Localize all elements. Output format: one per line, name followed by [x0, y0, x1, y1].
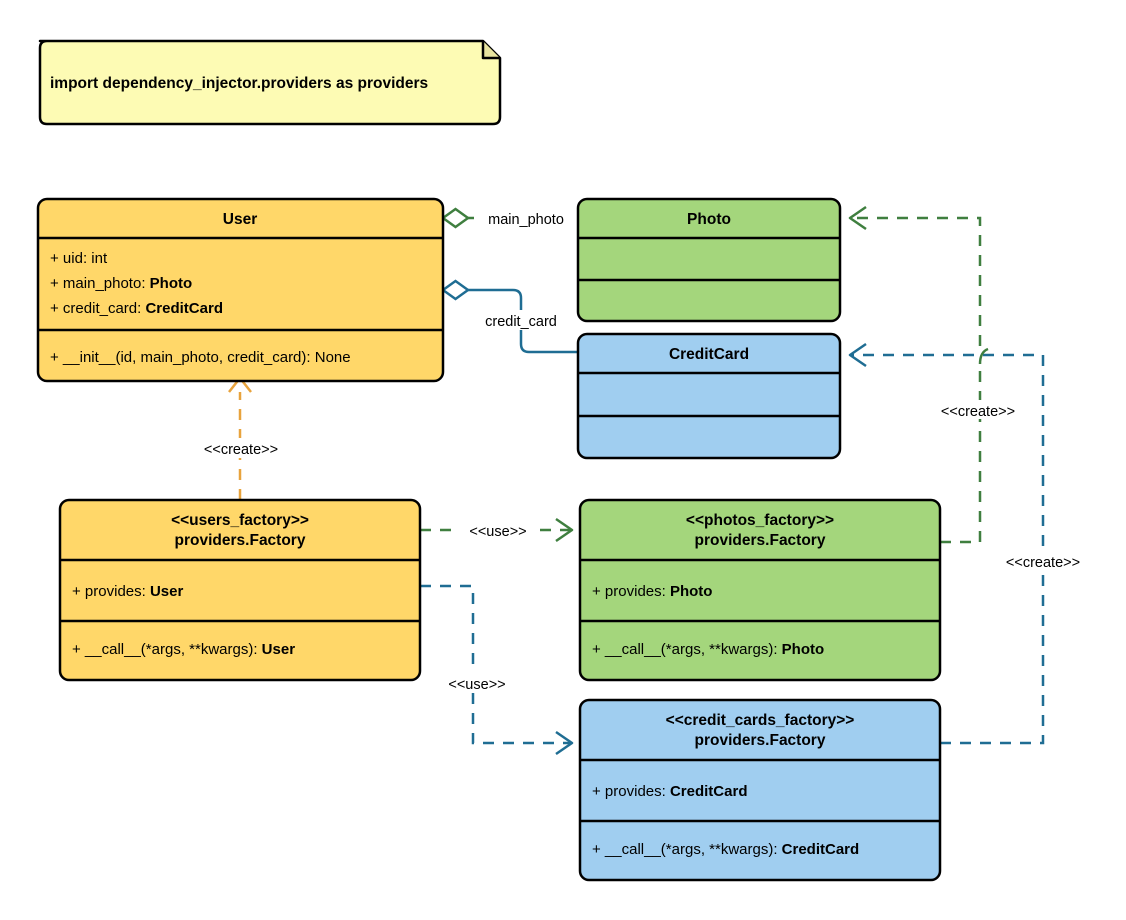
edge-user-credit-card[interactable]: credit_card [440, 279, 578, 354]
edge-label-create-photo: <<create>> [941, 404, 1015, 420]
class-box-credit-card[interactable]: CreditCard [576, 332, 842, 460]
edge-photos-factory-creates-photo[interactable]: <<create>> [848, 205, 1031, 544]
edge-label-use-photos: <<use>> [469, 524, 526, 540]
open-arrowhead-icon [555, 517, 574, 543]
class-attribute: + main_photo: Photo [50, 275, 192, 292]
class-attribute: + provides: User [72, 583, 183, 600]
open-arrowhead-icon [848, 342, 867, 368]
class-attribute: + uid: int [50, 250, 108, 267]
open-arrowhead-icon [848, 205, 867, 231]
class-title-photos-factory: providers.Factory [695, 532, 826, 549]
class-attribute: + provides: CreditCard [592, 783, 747, 800]
edge-users-factory-uses-photos-factory[interactable]: <<use>> [420, 517, 574, 543]
class-title-credit-card: CreditCard [669, 346, 749, 363]
class-box-user[interactable]: User + uid: int + main_photo: Photo + cr… [36, 197, 445, 383]
class-title-users-factory: providers.Factory [175, 532, 306, 549]
class-title-credit-cards-factory: providers.Factory [695, 732, 826, 749]
class-stereotype-users-factory: <<users_factory>> [171, 512, 309, 529]
class-attribute: + credit_card: CreditCard [50, 300, 223, 317]
aggregation-diamond-icon [440, 207, 471, 229]
edge-label-main-photo: main_photo [488, 212, 564, 228]
class-title-photo: Photo [687, 211, 731, 228]
class-attribute: + provides: Photo [592, 583, 712, 600]
class-stereotype-photos-factory: <<photos_factory>> [686, 512, 834, 529]
edge-label-create-credit-card: <<create>> [1006, 555, 1080, 571]
class-method: + __init__(id, main_photo, credit_card):… [50, 349, 351, 366]
class-title-user: User [223, 211, 257, 228]
class-box-users-factory[interactable]: <<users_factory>> providers.Factory + pr… [58, 498, 422, 682]
edge-credit-cards-factory-creates-credit-card[interactable]: <<create>> [848, 342, 1096, 745]
edge-users-factory-uses-credit-cards-factory[interactable]: <<use>> [420, 584, 574, 756]
open-arrowhead-icon [555, 730, 574, 756]
class-method: + __call__(*args, **kwargs): User [72, 641, 295, 658]
class-box-credit-cards-factory[interactable]: <<credit_cards_factory>> providers.Facto… [578, 698, 942, 882]
aggregation-diamond-icon [440, 279, 471, 301]
note-fold-icon [481, 41, 500, 60]
edge-label-create-user: <<create>> [204, 442, 278, 458]
class-box-photo[interactable]: Photo [576, 197, 842, 323]
class-box-photos-factory[interactable]: <<photos_factory>> providers.Factory + p… [578, 498, 942, 682]
edge-label-credit-card: credit_card [485, 314, 557, 330]
class-method: + __call__(*args, **kwargs): Photo [592, 641, 824, 658]
class-method: + __call__(*args, **kwargs): CreditCard [592, 841, 859, 858]
note-import[interactable]: import dependency_injector.providers as … [38, 39, 502, 126]
edge-label-use-credit-cards: <<use>> [448, 677, 505, 693]
note-text: import dependency_injector.providers as … [50, 75, 428, 92]
class-stereotype-credit-cards-factory: <<credit_cards_factory>> [666, 712, 855, 729]
edge-user-main-photo[interactable]: main_photo [440, 207, 578, 229]
edge-users-factory-creates-user[interactable]: <<create>> [186, 376, 296, 500]
